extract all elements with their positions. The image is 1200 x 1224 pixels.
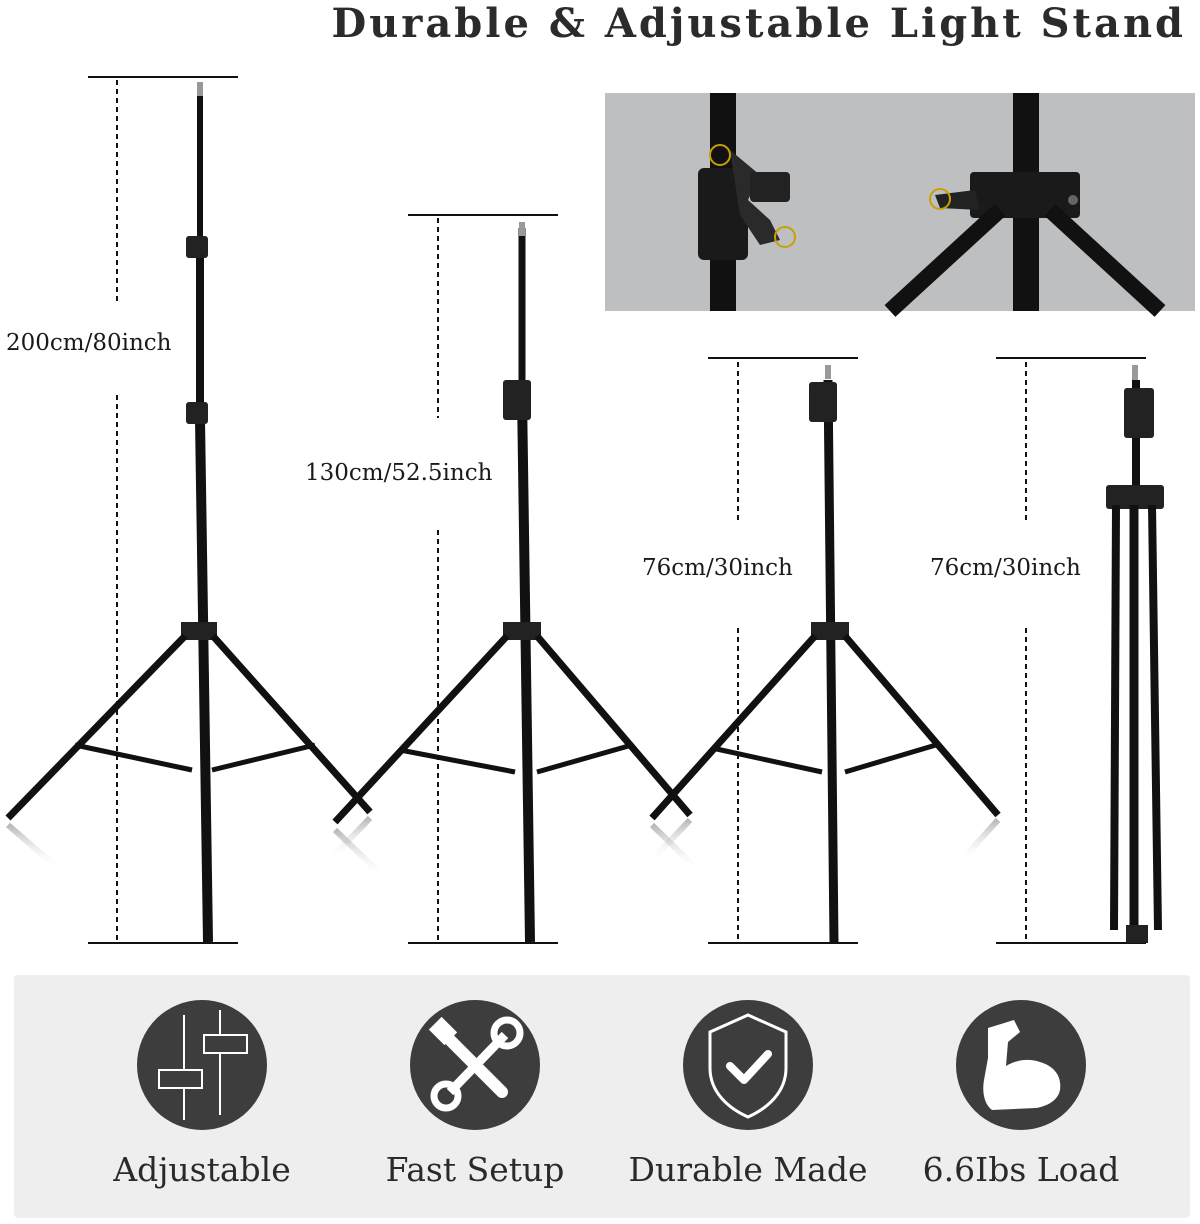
feature-label: 6.6Ibs Load <box>922 1150 1120 1189</box>
clamp-detail-photo <box>605 93 1195 317</box>
stand-tall-200cm <box>5 76 373 975</box>
feature-load-capacity: 6.6Ibs Load <box>901 1000 1141 1210</box>
feature-label: Adjustable <box>113 1150 291 1189</box>
stand-short-76cm <box>649 357 1001 975</box>
tools-icon <box>410 1000 540 1130</box>
shield-check-icon <box>683 1000 813 1130</box>
feature-adjustable: Adjustable <box>82 1000 322 1210</box>
light-stands-illustration <box>5 76 1195 975</box>
feature-fast-setup: Fast Setup <box>355 1000 595 1210</box>
measurement-label-stand-4: 76cm/30inch <box>930 555 1081 581</box>
feature-label: Durable Made <box>628 1150 868 1189</box>
measurement-label-stand-1: 200cm/80inch <box>6 330 172 356</box>
flexed-arm-icon <box>956 1000 1086 1130</box>
stand-medium-130cm <box>332 214 693 975</box>
feature-durable-made: Durable Made <box>628 1000 868 1210</box>
stand-folded-76cm <box>996 357 1164 944</box>
feature-label: Fast Setup <box>385 1150 565 1189</box>
sliders-icon <box>137 1000 267 1130</box>
measurement-label-stand-3: 76cm/30inch <box>642 555 793 581</box>
page-title: Durable & Adjustable Light Stand <box>331 0 1186 47</box>
features-panel: Adjustable Fast Setup Durable Made <box>14 975 1190 1218</box>
measurement-label-stand-2: 130cm/52.5inch <box>305 460 493 486</box>
